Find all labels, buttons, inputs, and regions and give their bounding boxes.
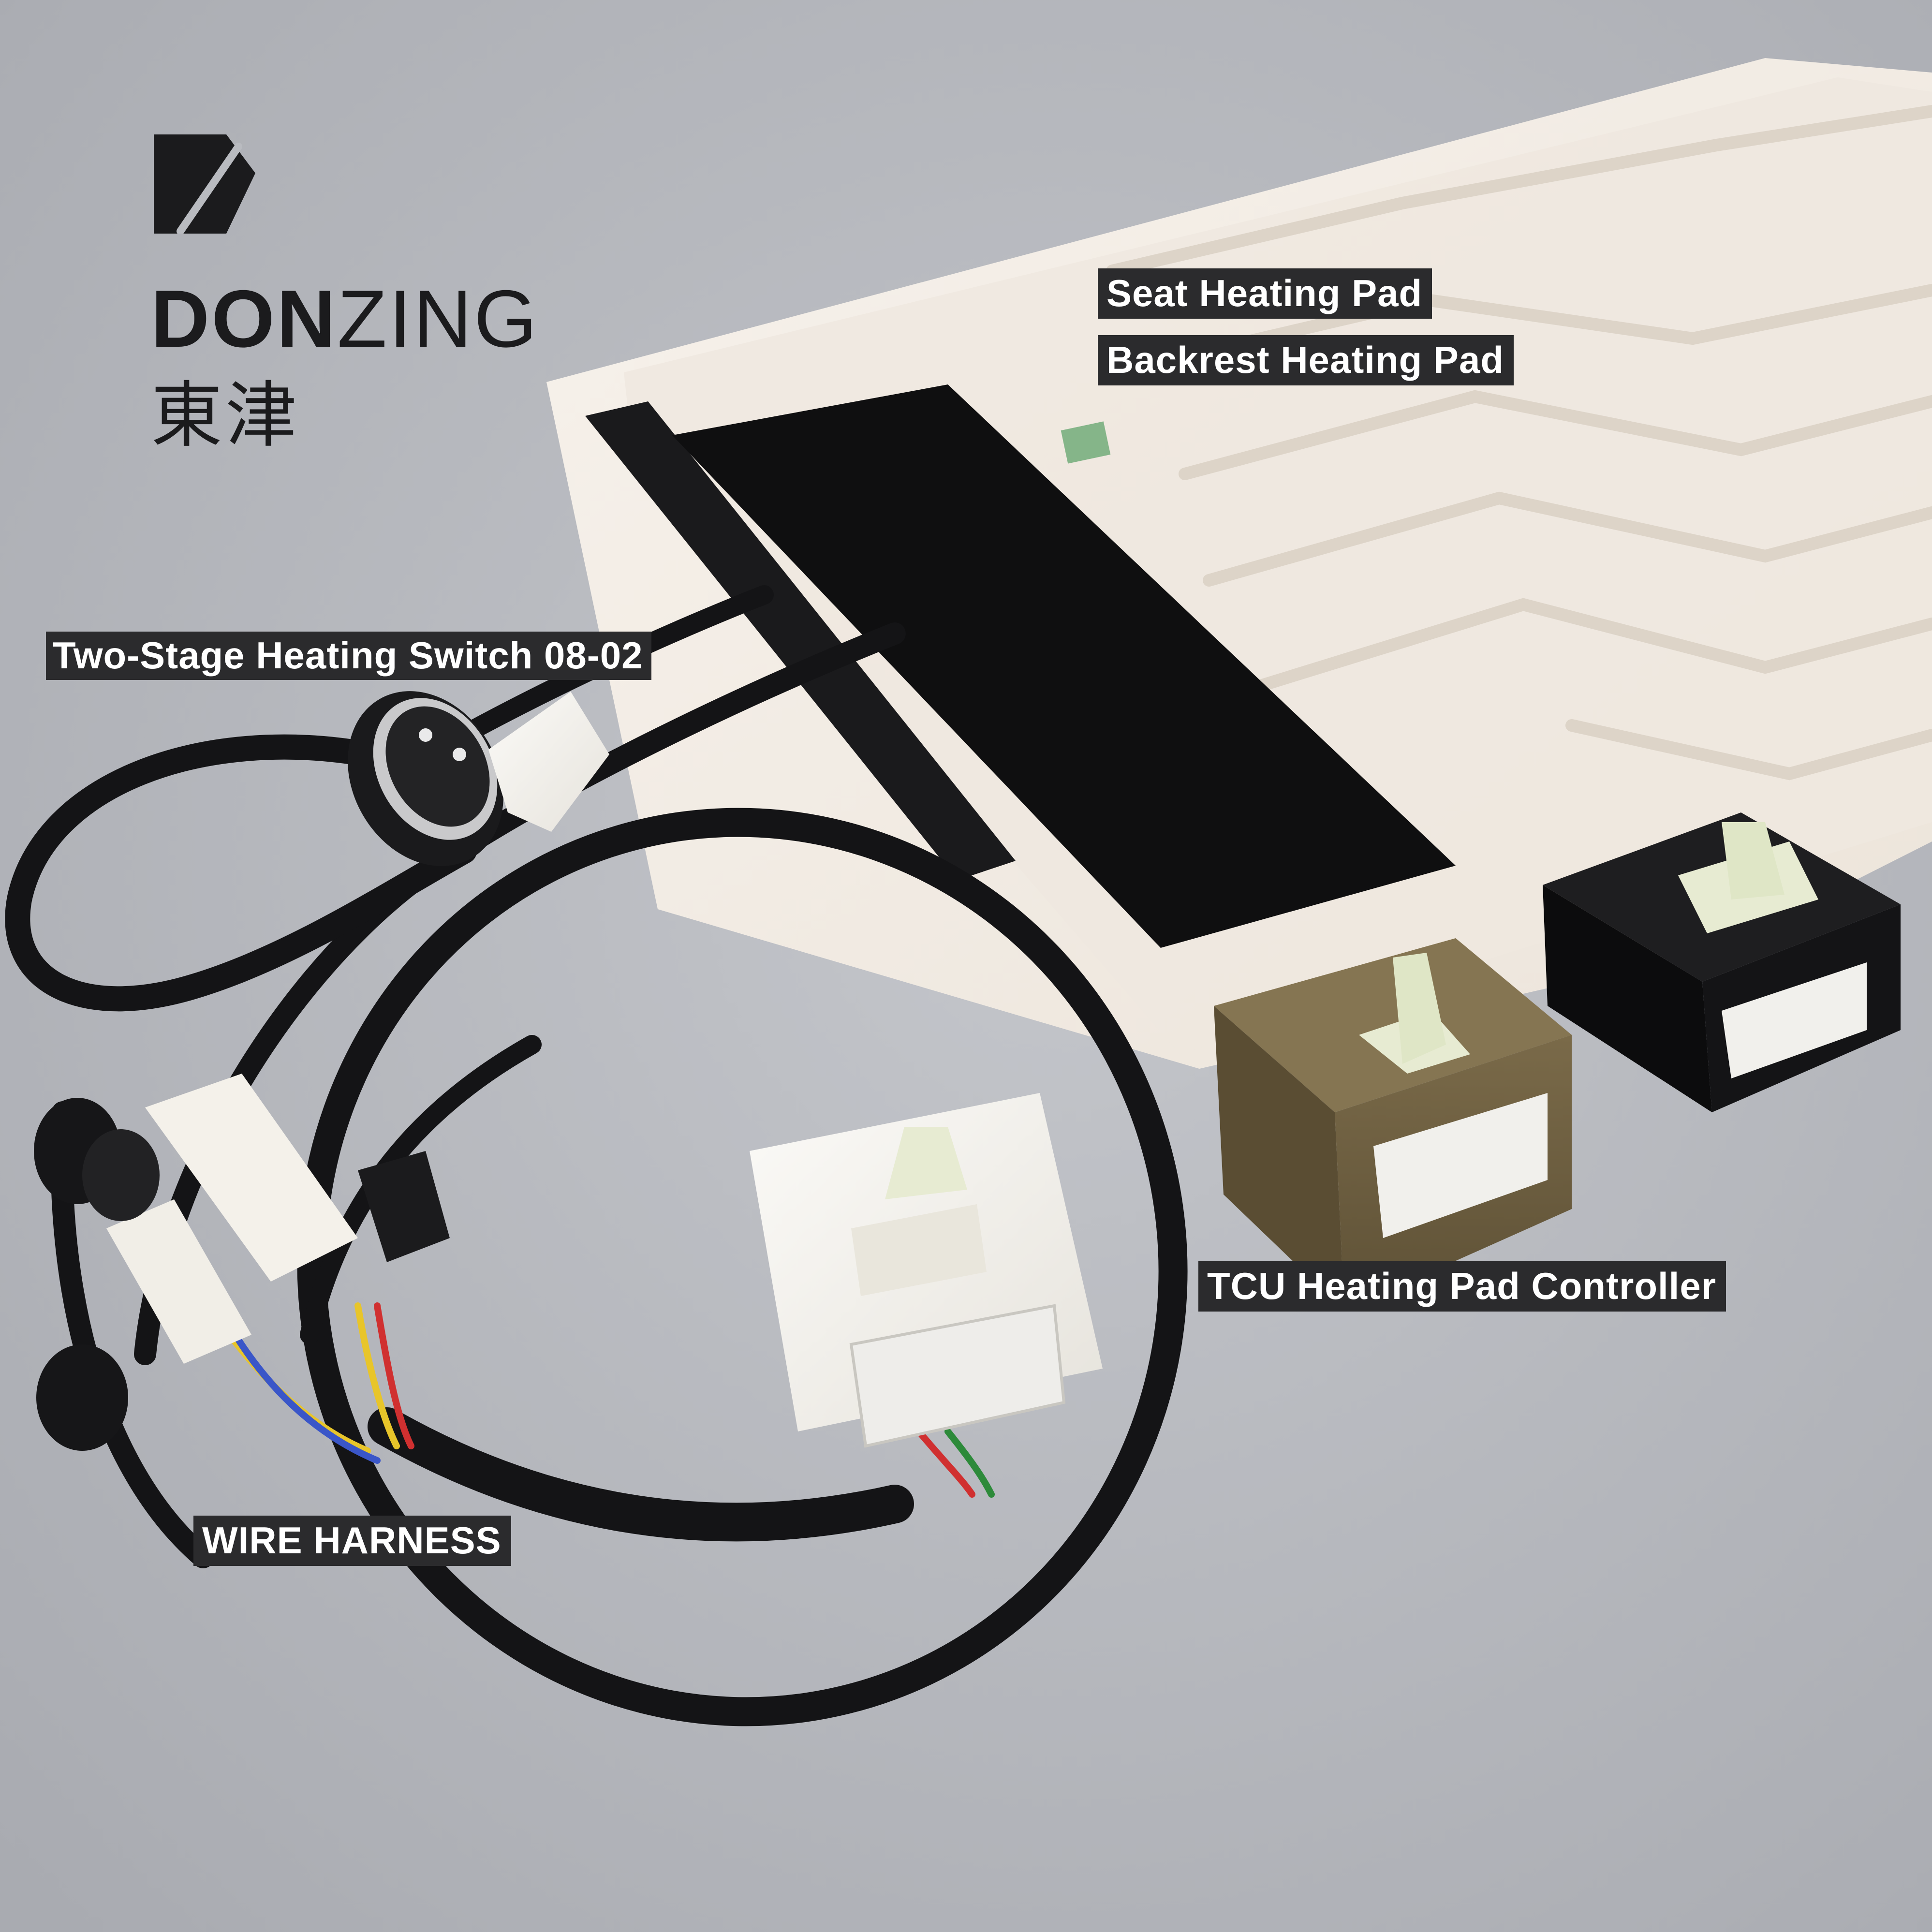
label-two-stage-heating-switch: Two-Stage Heating Switch 08-02 xyxy=(46,632,652,680)
label-tcu-heating-pad-controller: TCU Heating Pad Controller xyxy=(1198,1261,1726,1312)
tcu-heating-pad-controller-black xyxy=(1543,812,1901,1112)
label-backrest-heating-pad: Backrest Heating Pad xyxy=(1098,335,1514,385)
heating-pads xyxy=(546,58,1932,1069)
green-marker xyxy=(1061,421,1111,464)
label-seat-heating-pad: Seat Heating Pad xyxy=(1098,268,1432,319)
velcro-strip-back xyxy=(585,401,1016,880)
white-connector-module xyxy=(750,1093,1103,1448)
brand-name-chinese: 東津 xyxy=(151,374,300,457)
brand-name: DONZING xyxy=(151,278,539,359)
heating-wire-pattern xyxy=(1106,105,1932,781)
two-stage-heating-switch xyxy=(348,691,609,866)
velcro-strip xyxy=(672,384,1456,948)
brand-name-light: ZING xyxy=(337,273,539,364)
brand-name-bold: DON xyxy=(151,273,338,364)
harness-connectors xyxy=(34,1074,450,1451)
slashed-rounded-square-logo-icon xyxy=(154,134,255,234)
colored-wires xyxy=(219,1302,995,1498)
label-wire-harness: WIRE HARNESS xyxy=(193,1516,511,1566)
tcu-heating-pad-controller-brown xyxy=(1214,938,1572,1311)
